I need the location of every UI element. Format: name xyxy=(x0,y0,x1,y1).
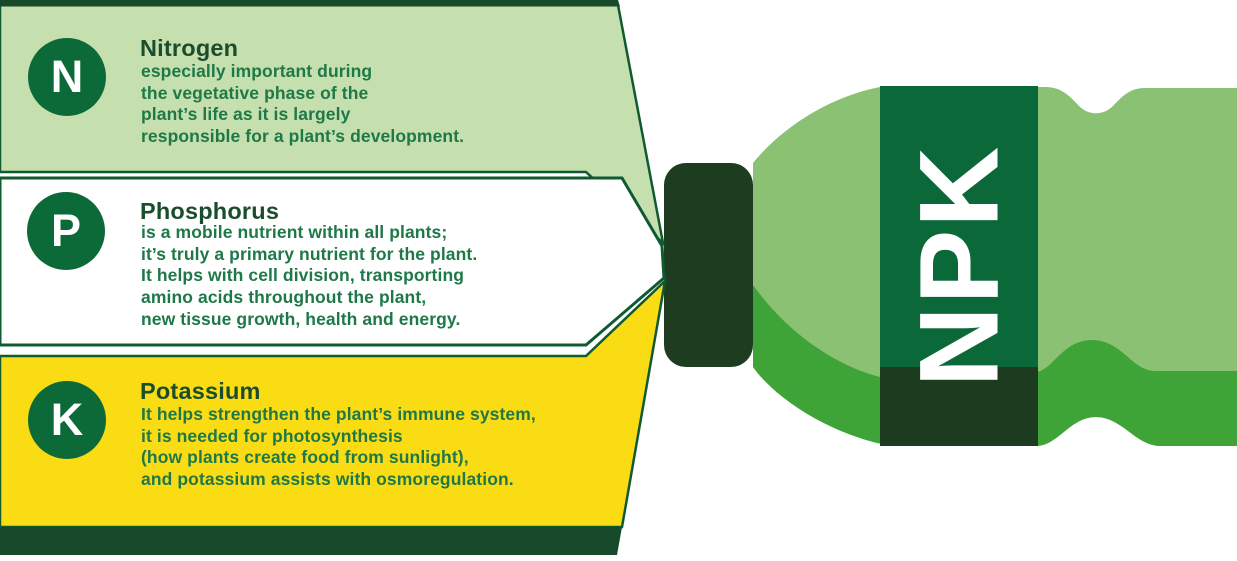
phosphorus-description: is a mobile nutrient within all plants; … xyxy=(141,222,478,329)
potassium-panel-shape xyxy=(0,277,667,529)
top-dark-strip xyxy=(0,0,620,7)
phosphorus-badge: P xyxy=(27,192,105,270)
nitrogen-symbol: N xyxy=(50,51,84,102)
potassium-symbol: K xyxy=(50,394,84,445)
potassium-description: It helps strengthen the plant’s immune s… xyxy=(141,404,536,490)
potassium-title: Potassium xyxy=(140,378,261,404)
bottle-cap-shape xyxy=(664,163,753,367)
bottom-dark-strip xyxy=(0,527,622,555)
bottle-label-band-shade xyxy=(880,367,1038,446)
bottle-label-band xyxy=(880,86,1038,367)
bottle-shade-shape xyxy=(753,285,1237,446)
phosphorus-symbol: P xyxy=(50,205,81,256)
nitrogen-badge: N xyxy=(28,38,106,116)
bottle-label-text: NPK xyxy=(897,145,1022,387)
potassium-badge: K xyxy=(28,381,106,459)
phosphorus-title: Phosphorus xyxy=(140,198,280,224)
phosphorus-panel-shape xyxy=(0,176,666,347)
nitrogen-title: Nitrogen xyxy=(140,35,239,61)
nitrogen-description: especially important during the vegetati… xyxy=(141,61,465,147)
